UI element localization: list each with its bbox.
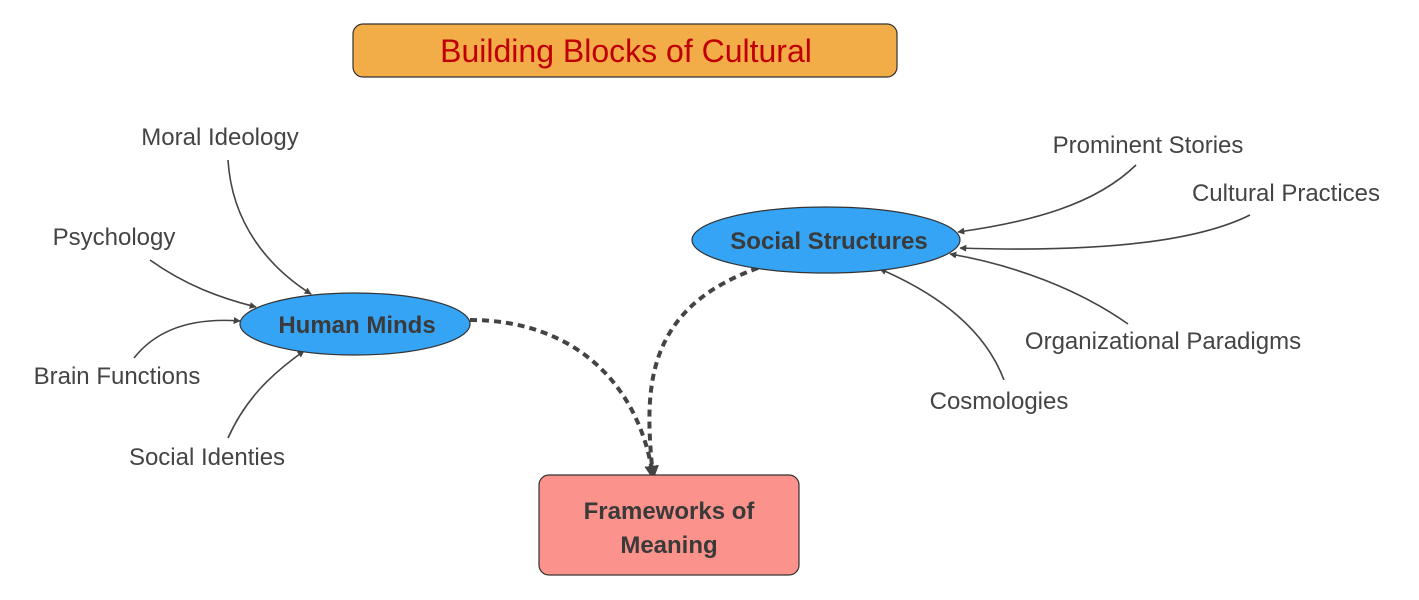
label-psychology[interactable]: Psychology	[53, 224, 176, 251]
frameworks-label-line2: Meaning	[620, 532, 717, 559]
frameworks-label-line1: Frameworks of	[584, 498, 756, 525]
social-structures-label: Social Structures	[730, 228, 927, 255]
edge-human-minds-to-frameworks	[469, 318, 659, 480]
title-box	[352, 23, 898, 78]
label-prominent-stories[interactable]: Prominent Stories	[1053, 132, 1244, 159]
edge-social-identies	[227, 350, 305, 439]
human-minds-node[interactable]: Human Minds	[239, 292, 471, 356]
edge-cosmologies	[879, 268, 1005, 381]
label-moral-ideology[interactable]: Moral Ideology	[141, 124, 298, 151]
edge-psychology	[149, 259, 257, 309]
diagram-title: Building Blocks of Cultural	[440, 33, 812, 69]
label-social-identies[interactable]: Social Identies	[129, 444, 285, 471]
label-brain-functions[interactable]: Brain Functions	[34, 363, 201, 390]
frameworks-box	[538, 474, 800, 576]
label-cosmologies[interactable]: Cosmologies	[930, 388, 1069, 415]
social-structures-node[interactable]: Social Structures	[691, 206, 961, 274]
edge-organizational-paradigms	[949, 251, 1129, 325]
label-organizational-paradigms[interactable]: Organizational Paradigms	[1025, 328, 1301, 355]
edge-moral-ideology	[227, 159, 312, 295]
social-structures-ellipse	[691, 206, 961, 274]
label-cultural-practices[interactable]: Cultural Practices	[1192, 180, 1380, 207]
edge-social-structures-to-frameworks	[644, 266, 759, 480]
edge-brain-functions	[133, 317, 241, 359]
title-node[interactable]: Building Blocks of Cultural	[352, 23, 898, 78]
edge-prominent-stories	[957, 164, 1137, 235]
frameworks-of-meaning-node[interactable]: Frameworks of Meaning	[538, 474, 800, 576]
human-minds-label: Human Minds	[278, 312, 435, 339]
human-minds-ellipse	[239, 292, 471, 356]
edge-cultural-practices	[959, 214, 1251, 252]
